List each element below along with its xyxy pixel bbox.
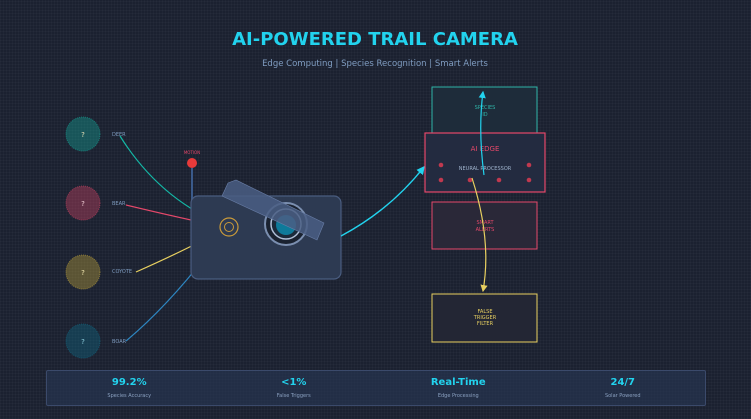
animal-node-coyote: ? COYOTE bbox=[65, 254, 132, 290]
ai-edge-box: AI EDGE NEURAL PROCESSOR bbox=[424, 132, 546, 193]
motion-label: MOTION bbox=[184, 150, 200, 155]
animal-label-boar: BOAR bbox=[112, 339, 127, 345]
camera-sensor bbox=[219, 217, 239, 237]
stat-label: Species Accuracy bbox=[107, 393, 152, 399]
page-title: AI-POWERED TRAIL CAMERA bbox=[232, 29, 518, 50]
stat-value: 99.2% bbox=[111, 377, 147, 388]
stat-label: Edge Processing bbox=[437, 393, 479, 399]
animal-label-bear: BEAR bbox=[112, 201, 126, 207]
deer-icon: ? bbox=[81, 131, 85, 139]
boar-icon: ? bbox=[81, 338, 85, 346]
trail-camera bbox=[190, 179, 342, 280]
animal-label-coyote: COYOTE bbox=[112, 269, 132, 275]
neural-processor-label: NEURAL PROCESSOR bbox=[459, 166, 512, 172]
page-subtitle: Edge Computing | Species Recognition | S… bbox=[262, 59, 488, 69]
stat-label: False Triggers bbox=[276, 393, 311, 399]
stat-accuracy: 99.2% Species Accuracy bbox=[49, 376, 209, 400]
animal-node-deer: ? DEER bbox=[65, 116, 126, 152]
stat-value: 24/7 bbox=[610, 377, 636, 388]
motion-indicator-light bbox=[187, 158, 197, 168]
stat-solar: 24/7 Solar Powered bbox=[543, 376, 703, 400]
coyote-icon: ? bbox=[81, 269, 85, 277]
stats-bar: 99.2% Species Accuracy <1% False Trigger… bbox=[46, 370, 706, 406]
animal-node-bear: ? BEAR bbox=[65, 185, 126, 221]
ai-to-species-arrow bbox=[478, 90, 486, 176]
camera-strap bbox=[221, 179, 325, 241]
stat-value: <1% bbox=[281, 377, 307, 388]
stat-value: Real-Time bbox=[430, 377, 486, 388]
processor-leds bbox=[438, 162, 532, 183]
camera-to-ai-arrow bbox=[340, 165, 425, 237]
animal-node-boar: ? BOAR bbox=[65, 323, 127, 359]
stat-edge-processing: Real-Time Edge Processing bbox=[378, 376, 538, 400]
stat-false-triggers: <1% False Triggers bbox=[214, 376, 374, 400]
animal-label-deer: DEER bbox=[112, 132, 126, 138]
ai-to-filter-arrow bbox=[471, 177, 488, 293]
bear-icon: ? bbox=[81, 200, 85, 208]
stat-label: Solar Powered bbox=[604, 393, 641, 399]
ai-edge-title: AI EDGE bbox=[471, 145, 500, 153]
